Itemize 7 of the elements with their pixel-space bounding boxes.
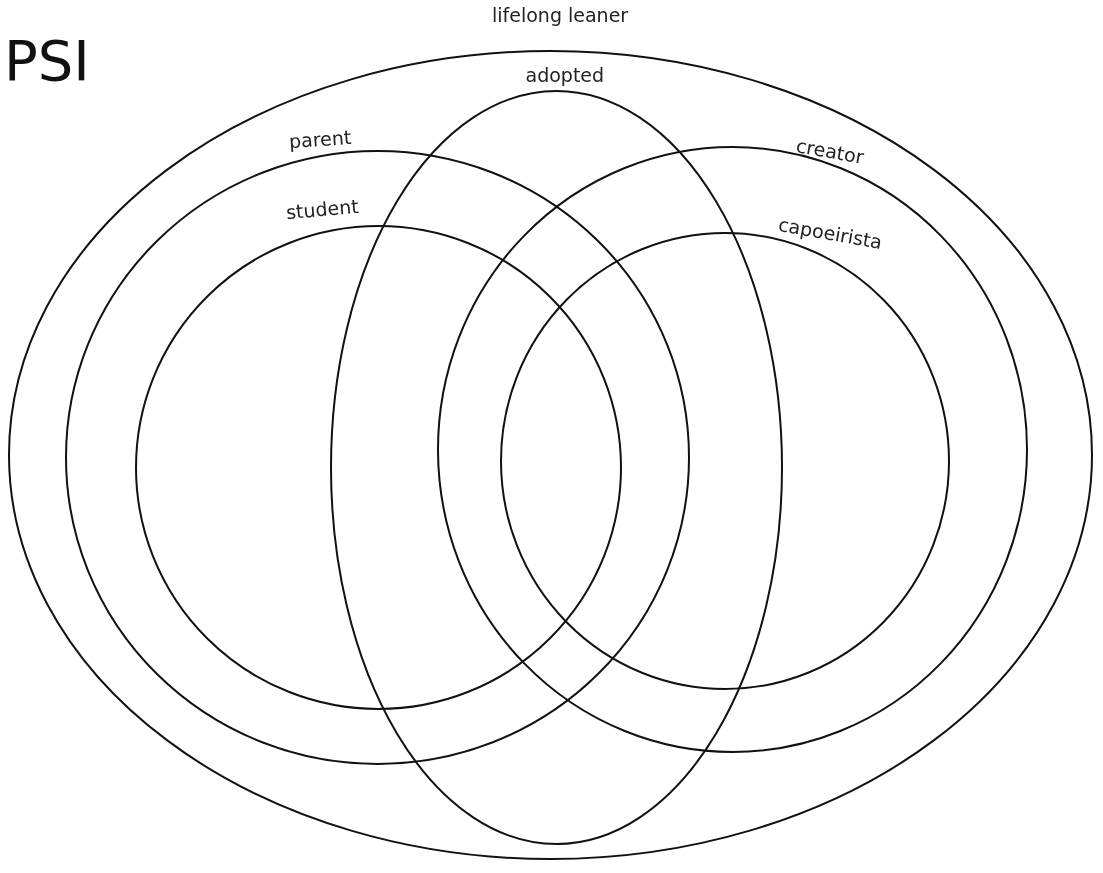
title: PSI bbox=[4, 28, 90, 93]
set-label: student bbox=[284, 194, 359, 224]
set-label: lifelong leaner bbox=[492, 4, 629, 26]
set-label: adopted bbox=[525, 64, 605, 86]
set-label: capoeirista bbox=[776, 213, 884, 253]
set-label: creator bbox=[794, 134, 866, 168]
set-label: parent bbox=[288, 125, 352, 153]
